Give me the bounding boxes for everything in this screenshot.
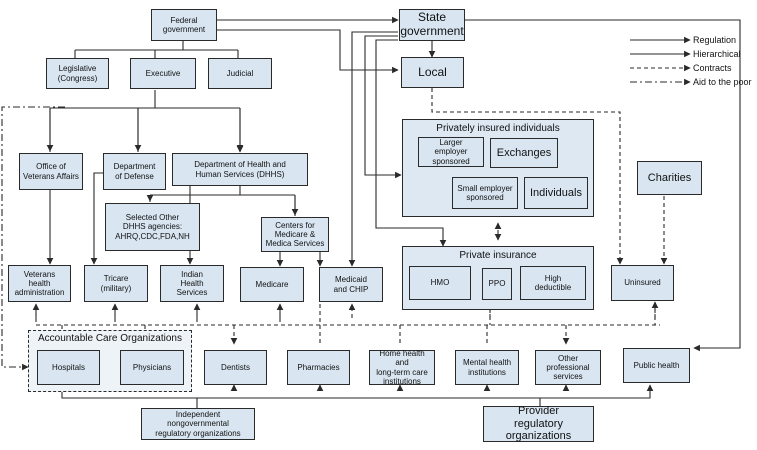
edge-dhhs-branches (149, 186, 296, 216)
high-deductible-node: High deductible (520, 266, 586, 300)
state-government-node: State government (399, 9, 465, 41)
legend-aid-to-poor: Aid to the poor (693, 77, 752, 87)
indian-health-node: Indian Health Services (160, 265, 224, 302)
cms-node: Centers for Medicare & Medica Services (261, 217, 329, 252)
exchanges-node: Exchanges (490, 138, 558, 168)
medicare-node: Medicare (240, 267, 304, 302)
pharmacies-node: Pharmacies (287, 350, 350, 385)
judicial-node: Judicial (208, 58, 272, 89)
federal-government-node: Federal government (151, 9, 217, 41)
physicians-node: Physicians (120, 350, 184, 385)
public-health-node: Public health (623, 348, 690, 383)
dhhs-node: Department of Health and Human Services … (172, 153, 308, 186)
large-employer-node: Larger employer sponsored (418, 137, 484, 167)
private-insurance-label: Private insurance (459, 250, 537, 261)
charities-node: Charities (637, 161, 702, 195)
ppo-node: PPO (482, 268, 512, 300)
dentists-node: Dentists (204, 350, 267, 385)
tricare-node: Tricare (military) (84, 265, 148, 302)
veterans-health-node: Veterans health administration (8, 265, 71, 302)
veterans-affairs-node: Office of Veterans Affairs (19, 153, 83, 190)
legislative-node: Legislative (Congress) (46, 58, 109, 89)
executive-node: Executive (130, 58, 196, 89)
other-dhhs-agencies-node: Selected Other DHHS agencies: AHRQ,CDC,F… (105, 203, 200, 251)
local-node: Local (401, 57, 464, 88)
privately-insured-label: Privately insured individuals (436, 123, 560, 134)
legend-hierarchical: Hierarchical (693, 49, 741, 59)
aco-label: Accountable Care Organizations (38, 333, 182, 344)
legend-regulation: Regulation (693, 35, 737, 45)
edge-federal-branches (74, 41, 239, 58)
mental-health-node: Mental health institutions (455, 350, 519, 385)
medicaid-node: Medicaid and CHIP (319, 267, 383, 302)
individuals-node: Individuals (524, 177, 588, 209)
small-employer-node: Small employer sponsored (452, 177, 518, 209)
provider-regulatory-node: Provider regulatory organizations (483, 405, 594, 442)
defense-node: Department of Defense (103, 153, 166, 190)
hospitals-node: Hospitals (37, 350, 100, 385)
edge-executive-departments (49, 90, 240, 152)
independent-regulatory-node: Independent nongovernmental regulatory o… (141, 408, 255, 440)
hmo-node: HMO (409, 266, 471, 300)
uninsured-node: Uninsured (611, 265, 674, 301)
legend-contracts: Contracts (693, 63, 732, 73)
other-professional-node: Other professional services (535, 350, 601, 385)
home-health-node: Home health and long-term care instituti… (369, 349, 435, 386)
